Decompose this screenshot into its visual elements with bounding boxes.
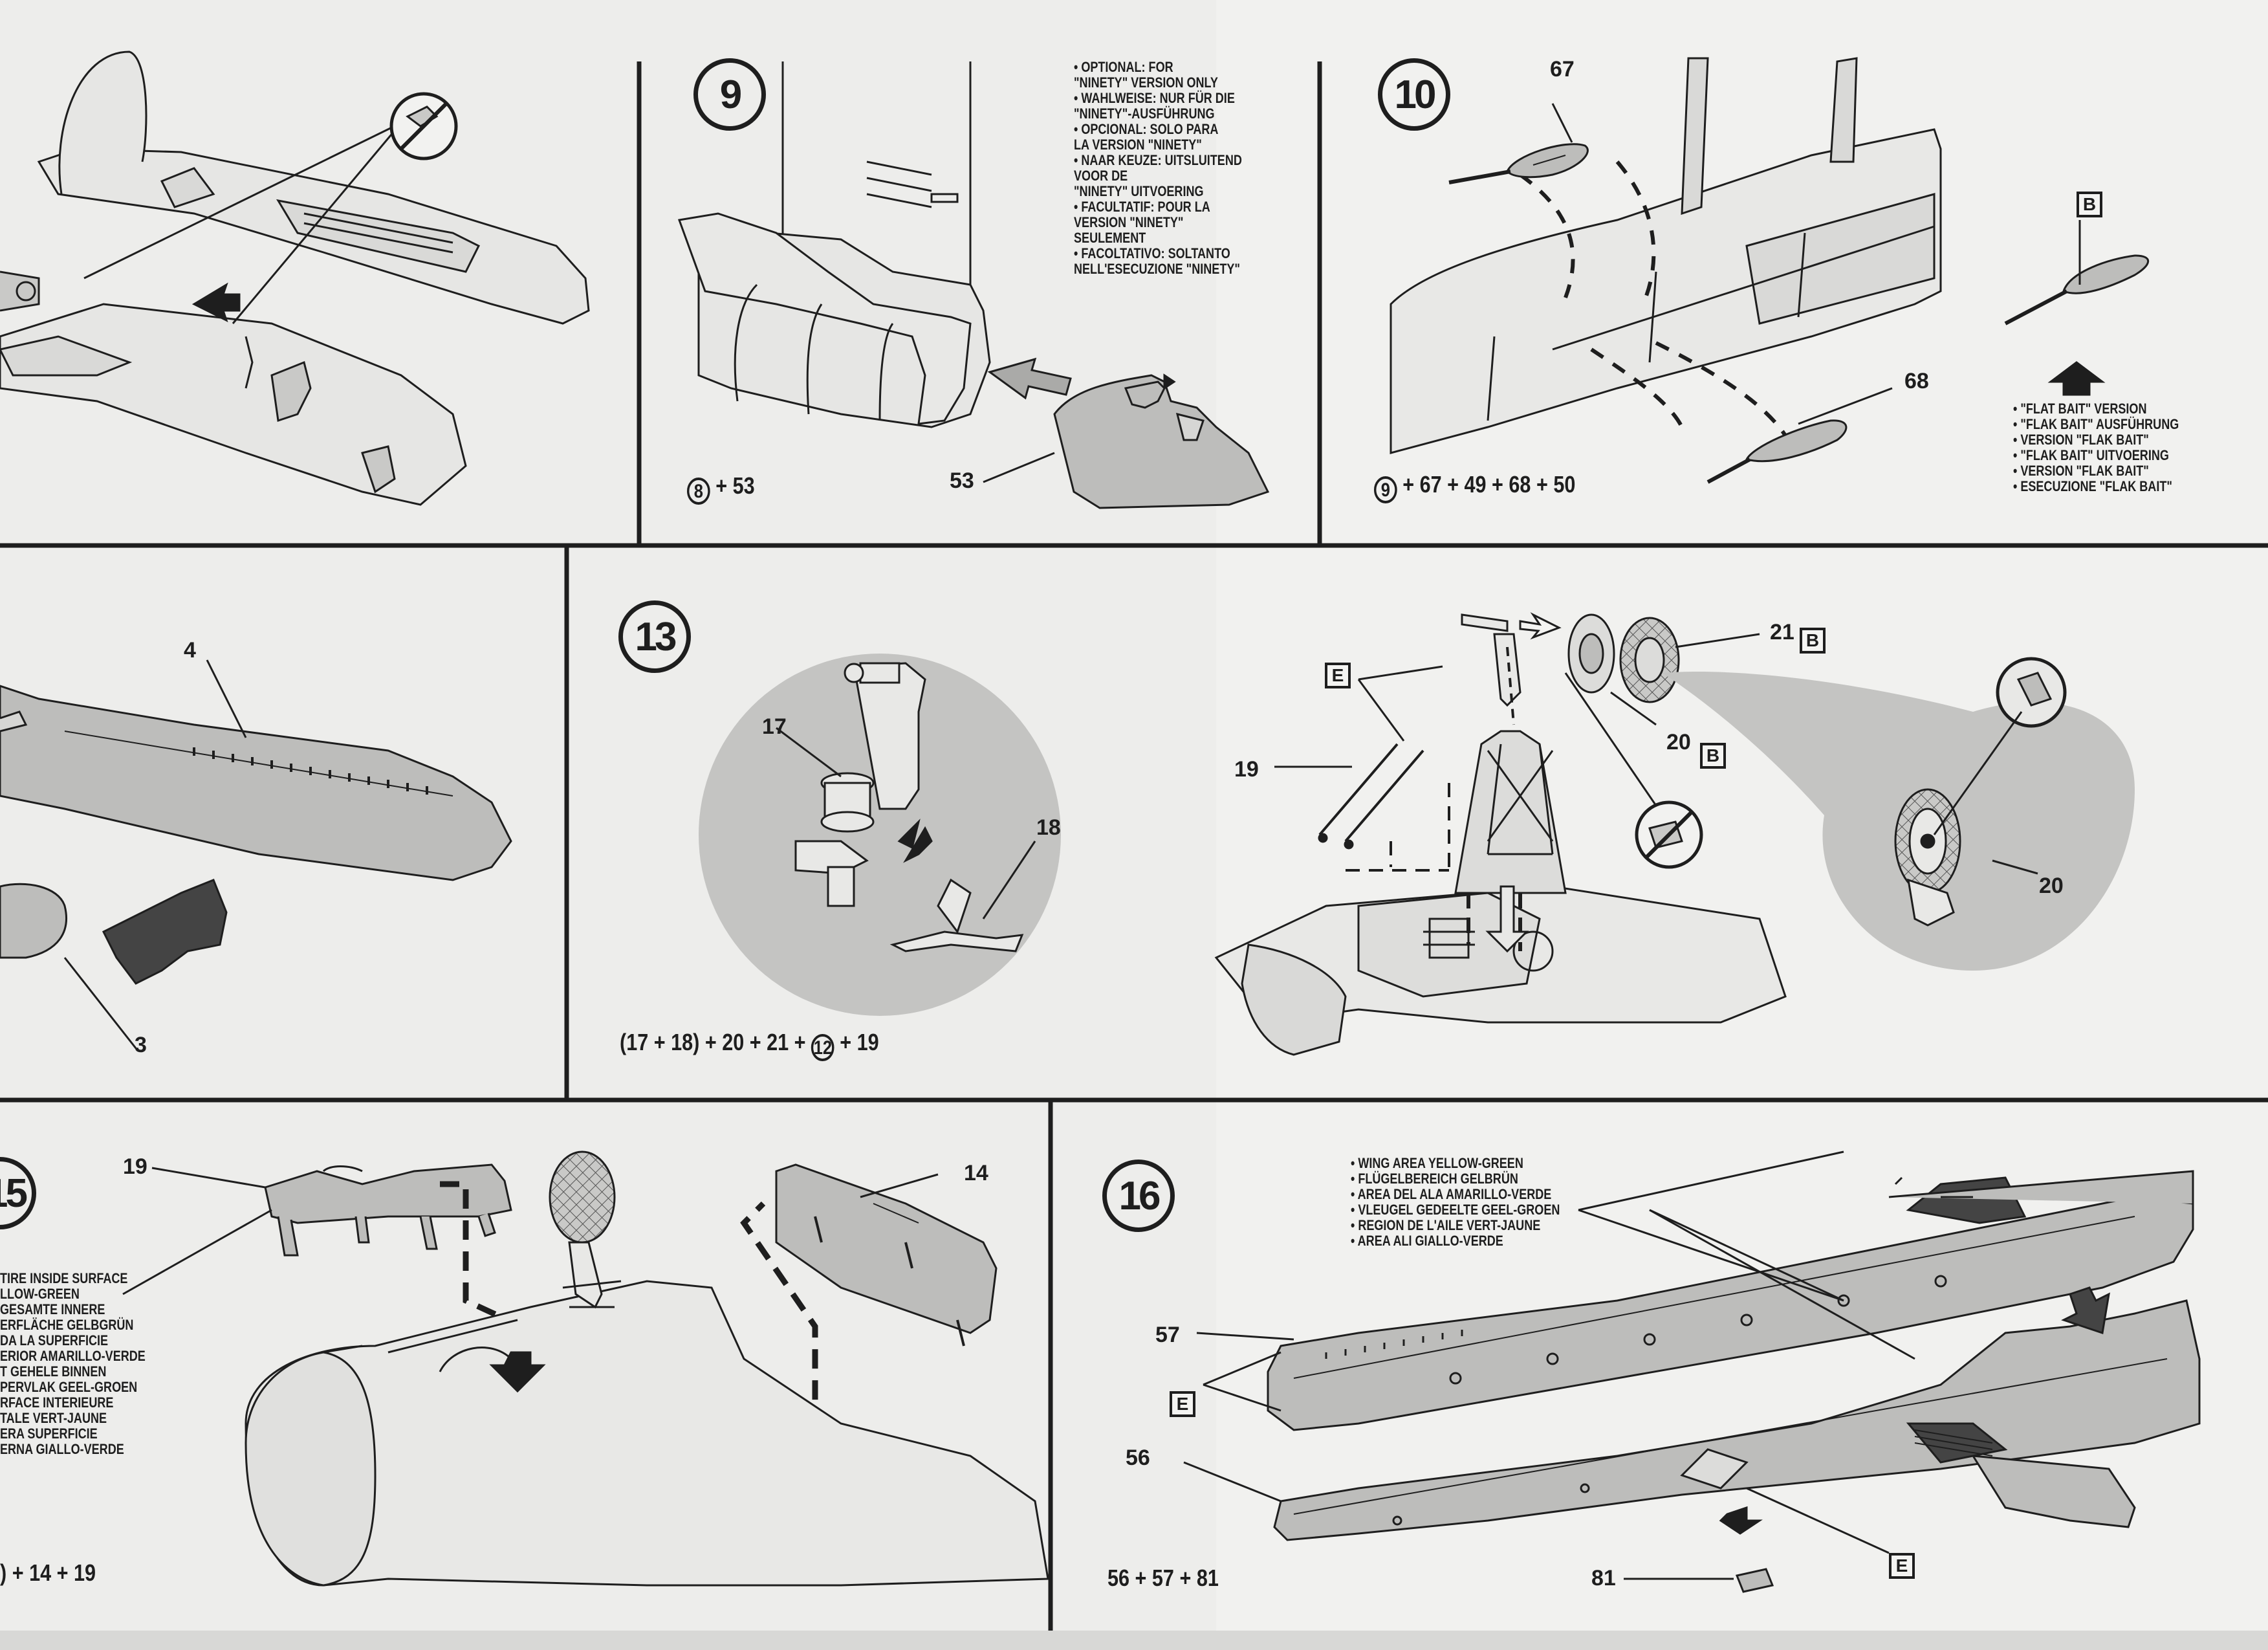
panel-8-fuselage-assembly <box>0 50 590 506</box>
step-9-formula-text: + 53 <box>715 472 755 499</box>
part-19-label-step-13: 19 <box>1234 757 1259 782</box>
step-13-formula-post: + 19 <box>840 1029 879 1055</box>
step-9-badge: 9 <box>693 58 766 131</box>
step-15-badge: 15 <box>0 1157 36 1229</box>
step-10-formula: 9 + 67 + 49 + 68 + 50 <box>1374 471 1575 503</box>
part-81-label: 81 <box>1591 1566 1616 1590</box>
part-19-label-step-15: 19 <box>123 1154 147 1179</box>
part-e-box-81: E <box>1889 1553 1915 1579</box>
panel-dividers <box>0 61 2268 1631</box>
part-56-label: 56 <box>1126 1446 1150 1470</box>
part-3-label: 3 <box>135 1033 147 1057</box>
part-e-box-step-13: E <box>1325 663 1351 688</box>
part-17-label: 17 <box>762 714 787 739</box>
part-20-label: 20 <box>1666 730 1691 754</box>
step-15-formula: ) + 14 + 19 <box>0 1559 96 1586</box>
wing-area-note: • WING AREA YELLOW-GREEN• FLÜGELBEREICH … <box>1351 1155 1560 1249</box>
step-16-formula: 56 + 57 + 81 <box>1107 1565 1219 1591</box>
step-10-formula-text: + 67 + 49 + 68 + 50 <box>1402 471 1576 498</box>
panel-13-landing-gear <box>699 612 2135 1056</box>
step-9-formula: 8 + 53 <box>687 472 755 505</box>
part-21-label: 21 <box>1770 620 1794 644</box>
step-13-badge: 13 <box>618 600 691 673</box>
part-b-box-21: B <box>1800 628 1826 654</box>
part-67-label: 67 <box>1550 57 1575 82</box>
part-18-label: 18 <box>1036 815 1061 840</box>
part-b-box: B <box>2077 192 2102 217</box>
part-e-box-step-16: E <box>1170 1391 1195 1417</box>
flak-bait-note: • "FLAT BAIT" VERSION• "FLAK BAIT" AUSFÜ… <box>2013 401 2179 494</box>
part-4-label: 4 <box>184 638 196 663</box>
step-16-badge: 16 <box>1102 1160 1175 1232</box>
panel-12-wing <box>0 659 512 1049</box>
part-14-label: 14 <box>964 1161 988 1185</box>
step-ref-8: 8 <box>687 478 710 505</box>
part-b-box-20: B <box>1700 743 1726 769</box>
part-57-label: 57 <box>1155 1323 1180 1347</box>
step-ref-9: 9 <box>1374 476 1397 503</box>
step-10-badge: 10 <box>1378 58 1450 131</box>
panel-15-nose-gear-bay <box>122 1150 1049 1587</box>
panel-9-fuselage-section <box>677 61 1270 509</box>
part-20-detail-label: 20 <box>2039 874 2064 898</box>
panel-10-tail-section <box>1390 57 2150 484</box>
step-13-formula-pre: (17 + 18) + 20 + 21 + <box>620 1029 806 1055</box>
step-13-formula: (17 + 18) + 20 + 21 + 12 + 19 <box>620 1029 879 1061</box>
ninety-version-note: • OPTIONAL: FOR"NINETY" VERSION ONLY • W… <box>1074 59 1242 277</box>
part-53-label: 53 <box>950 468 974 493</box>
panel-16-wing-assembly <box>1183 1150 2201 1593</box>
step-ref-12: 12 <box>811 1034 834 1061</box>
part-68-label: 68 <box>1904 369 1929 393</box>
